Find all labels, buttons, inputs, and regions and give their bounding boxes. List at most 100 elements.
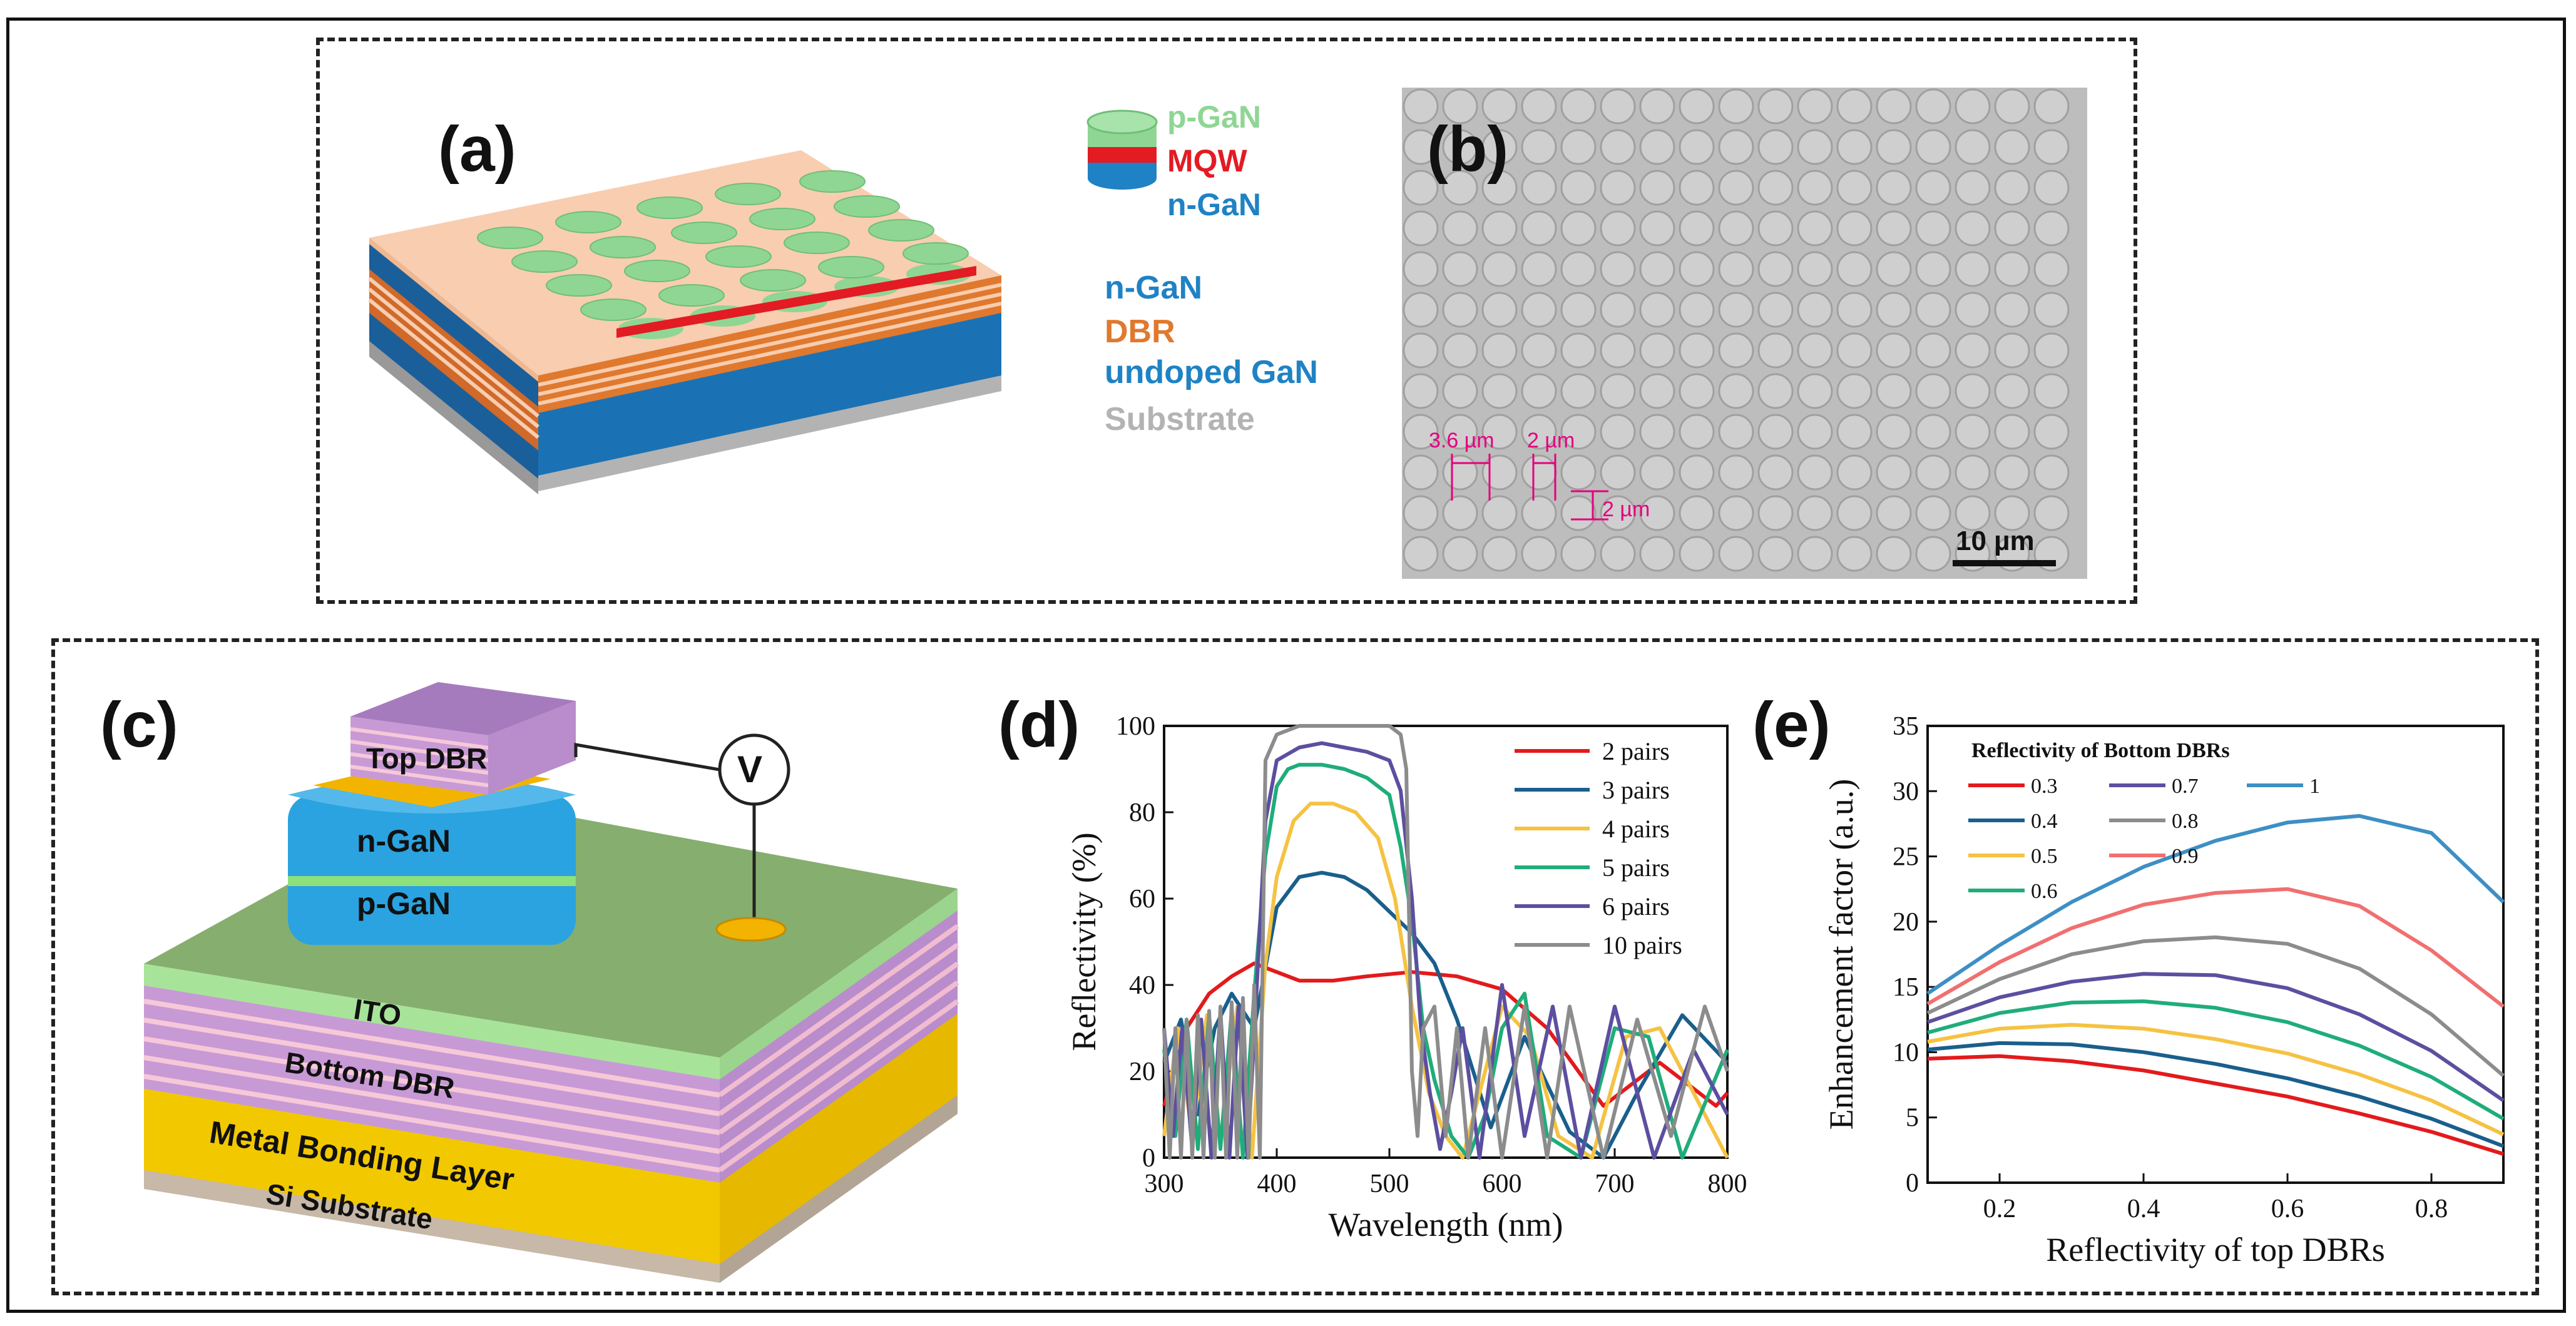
sem-pillar: [1797, 88, 1833, 125]
sem-pillar: [1797, 536, 1833, 572]
sem-pillar: [1955, 210, 1991, 247]
panel-d-label: (d): [998, 689, 1080, 760]
x-axis-label: Wavelength (nm): [1328, 1206, 1563, 1243]
sem-pillar: [1481, 373, 1518, 409]
sem-micropillar-grid: [1403, 88, 2070, 572]
sem-pillar: [1915, 210, 1951, 247]
sem-pillar: [1876, 210, 1912, 247]
sem-pillar: [1876, 170, 1912, 206]
y-tick-label: 35: [1893, 712, 1919, 741]
sem-pillar: [1403, 332, 1439, 369]
legend-title: Reflectivity of Bottom DBRs: [1971, 739, 2230, 762]
sem-pillar: [1915, 170, 1951, 206]
sem-pillar: [1955, 292, 1991, 328]
sem-pillar: [1757, 170, 1794, 206]
legend-label: 2 pairs: [1602, 737, 1670, 765]
x-tick-label: 0.6: [2271, 1195, 2304, 1223]
sem-pillar: [1679, 536, 1715, 572]
sem-pillar: [1560, 414, 1597, 450]
sem-pillar: [1521, 373, 1557, 409]
scalebar: [1953, 560, 2056, 566]
sem-pillar: [1955, 454, 1991, 491]
sem-pillar: [1521, 414, 1557, 450]
series-line-0.9: [1926, 887, 2505, 1008]
panel-b-label: (b): [1427, 113, 1509, 185]
gap-h-label: 2 µm: [1527, 429, 1575, 452]
mesa-body: [288, 795, 576, 945]
sem-pillar: [1915, 129, 1951, 165]
legend-pgan: p-GaN: [1167, 99, 1261, 135]
sem-pillar: [1876, 251, 1912, 287]
sem-pillar: [1955, 129, 1991, 165]
y-tick-label: 10: [1893, 1038, 1919, 1067]
sem-pillar: [1442, 536, 1478, 572]
sem-pillar: [1876, 454, 1912, 491]
sem-pillar: [1757, 88, 1794, 125]
dbr-stripes: [538, 283, 1002, 405]
sem-pillar: [1679, 170, 1715, 206]
legend-label: 0.6: [2031, 880, 2058, 903]
sem-pillar: [1481, 170, 1518, 206]
sem-pillar: [1718, 292, 1754, 328]
sem-pillar: [1797, 495, 1833, 531]
series-line-1: [1926, 813, 2505, 996]
sem-pillar: [1836, 536, 1873, 572]
sem-pillar: [1757, 373, 1794, 409]
sem-pillar: [1442, 129, 1478, 165]
sem-pillar: [1560, 129, 1597, 165]
ito-label: ITO: [351, 992, 404, 1033]
sem-pillar: [1600, 373, 1636, 409]
sem-pillar: [2033, 251, 2070, 287]
sem-pillar: [1915, 88, 1951, 125]
series-line-3-pairs: [1162, 870, 1729, 1160]
layer-undoped-label: undoped GaN: [1105, 354, 1318, 390]
sem-pillar: [1442, 414, 1478, 450]
sem-pillar: [2033, 454, 2070, 491]
x-tick-label: 600: [1483, 1170, 1522, 1198]
sem-pillar: [1442, 210, 1478, 247]
sem-pillar: [1836, 495, 1873, 531]
sem-pillar: [1876, 414, 1912, 450]
sem-pillar: [1797, 210, 1833, 247]
sem-pillar: [1521, 170, 1557, 206]
sem-pillar: [2033, 210, 2070, 247]
sem-pillar: [1955, 332, 1991, 369]
y-axis-label: Enhancement factor (a.u.): [1822, 779, 1860, 1130]
sem-pillar: [1521, 210, 1557, 247]
y-tick-label: 20: [1129, 1058, 1155, 1086]
layer-dbr-label: DBR: [1105, 314, 1175, 350]
sem-pillar: [1442, 292, 1478, 328]
sem-pillar: [1994, 251, 2030, 287]
sem-pillar: [1994, 454, 2030, 491]
sem-pillar: [1639, 373, 1675, 409]
sem-pillar: [1915, 373, 1951, 409]
sem-pillar: [1679, 129, 1715, 165]
sem-pillar: [1442, 332, 1478, 369]
sem-pillar: [1718, 210, 1754, 247]
sem-pillar: [1679, 495, 1715, 531]
sem-pillar: [1481, 292, 1518, 328]
legend-label: 0.9: [2172, 845, 2199, 868]
legend-label: 0.7: [2172, 775, 2199, 798]
voltage-label: V: [737, 748, 763, 790]
sem-pillar: [1481, 454, 1518, 491]
sem-pillar: [1836, 292, 1873, 328]
sem-pillar: [1955, 495, 1991, 531]
sem-pillar: [1718, 332, 1754, 369]
x-tick-label: 500: [1370, 1170, 1409, 1198]
sem-pillar: [1836, 414, 1873, 450]
legend-label: 0.4: [2031, 810, 2058, 833]
x-tick-label: 800: [1708, 1170, 1747, 1198]
sem-pillar: [2033, 495, 2070, 531]
sem-pillar: [1797, 414, 1833, 450]
sem-pillar: [1836, 170, 1873, 206]
legend-label: 10 pairs: [1602, 931, 1682, 959]
sem-pillar: [1718, 536, 1754, 572]
series-line-0.5: [1927, 1023, 2505, 1136]
sem-pillar: [1600, 536, 1636, 572]
sem-pillar: [1639, 454, 1675, 491]
series-line-0.6: [1927, 999, 2505, 1121]
sem-pillar: [1836, 332, 1873, 369]
